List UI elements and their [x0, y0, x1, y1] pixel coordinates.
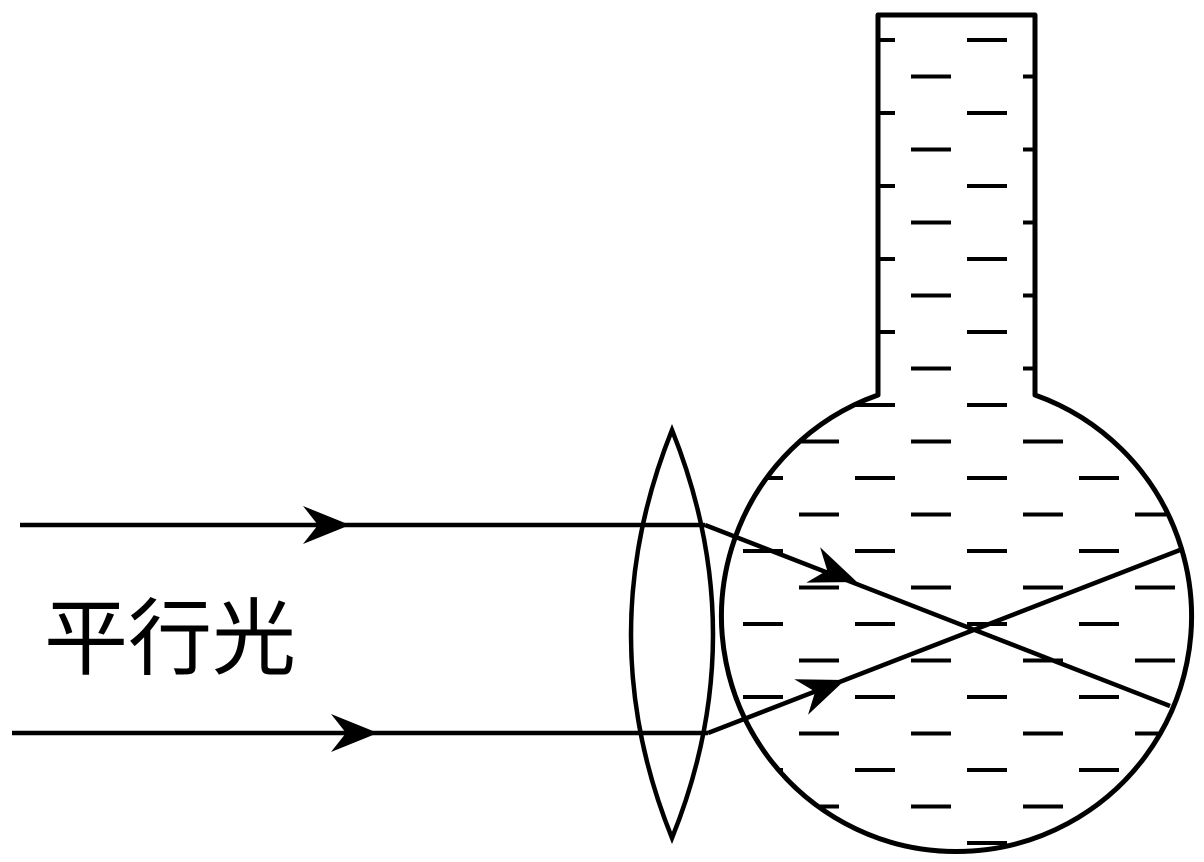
convex-lens — [628, 423, 716, 845]
parallel-light-label: 平行光 — [44, 590, 296, 688]
arrowhead-top-incoming — [303, 506, 350, 544]
refracted-ray-top — [704, 522, 1171, 709]
refracted-ray-bottom — [707, 547, 1181, 736]
flask-outline — [719, 12, 1194, 855]
arrowhead-bottom-refracted — [794, 679, 845, 715]
arrowhead-top-refracted — [806, 547, 857, 583]
arrowhead-bottom-incoming — [331, 714, 378, 752]
liquid-fill — [743, 38, 1192, 845]
